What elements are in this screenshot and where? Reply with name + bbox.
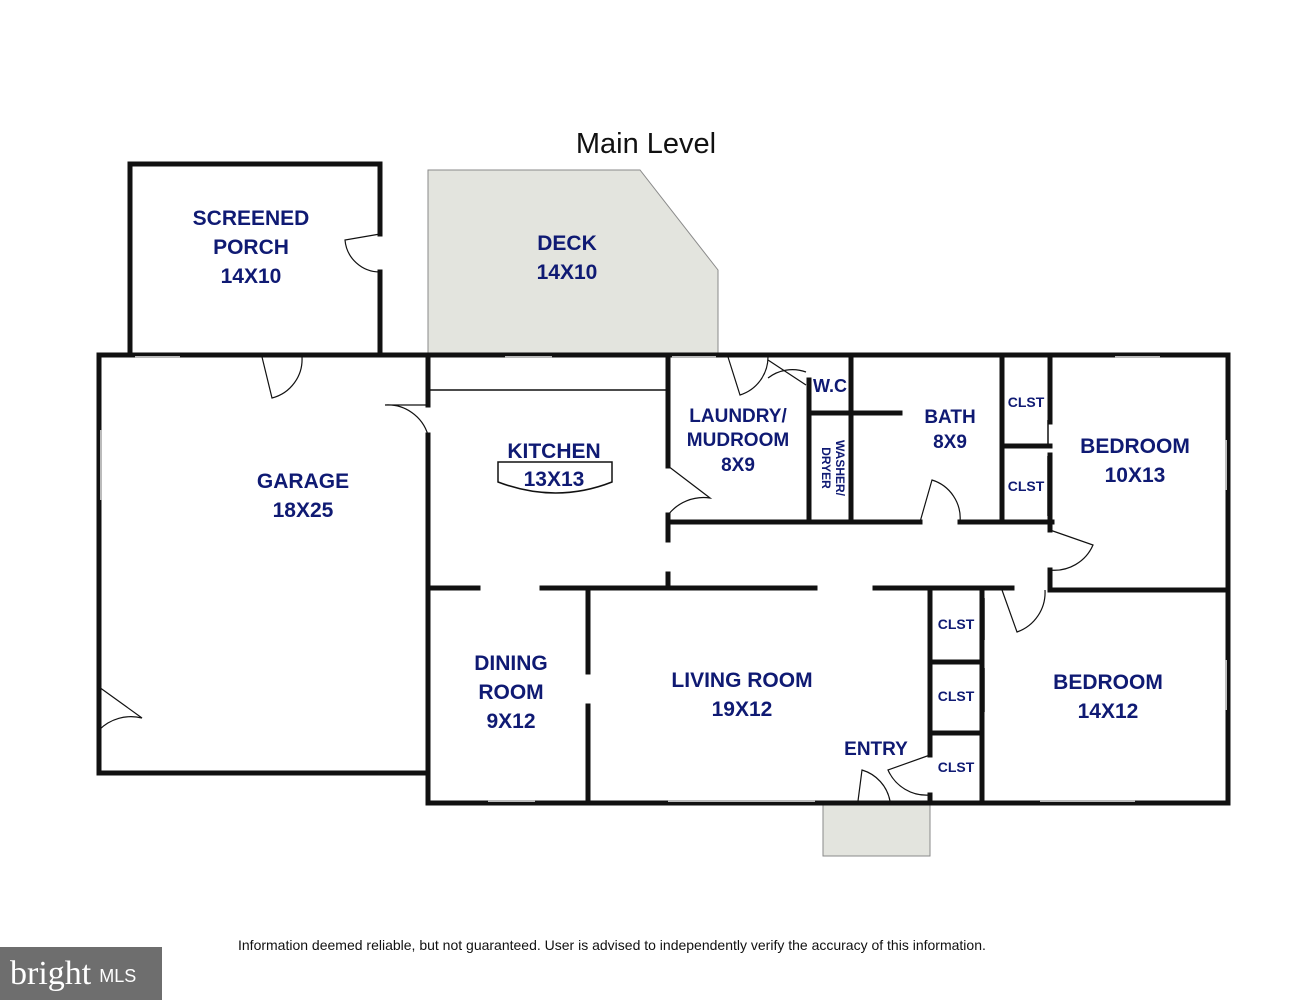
dining-label-2: ROOM <box>478 681 543 704</box>
laundry-label-1: LAUNDRY/ <box>689 406 787 427</box>
deck-size: 14X10 <box>537 261 598 284</box>
garage-label: GARAGE <box>257 470 349 493</box>
bedroom2-label: BEDROOM <box>1053 671 1163 694</box>
bedroom1-label: BEDROOM <box>1080 435 1190 458</box>
garage-size: 18X25 <box>273 499 334 522</box>
closet-label: CLST <box>938 616 975 632</box>
screened-porch-label-2: PORCH <box>213 236 289 259</box>
dining-label-1: DINING <box>474 652 548 675</box>
deck-area <box>427 169 719 356</box>
bright-mls-logo: bright MLS <box>0 947 162 1000</box>
disclaimer-text: Information deemed reliable, but not gua… <box>238 937 986 953</box>
bath-size: 8X9 <box>933 432 967 453</box>
entry-label: ENTRY <box>844 739 908 760</box>
logo-brand: bright <box>10 954 92 992</box>
detail-lines <box>148 389 1049 774</box>
kitchen-size: 13X13 <box>524 468 585 491</box>
washer-dryer-label-2: DRYER <box>819 447 833 489</box>
living-room-size: 19X12 <box>712 698 773 721</box>
porch-walls <box>127 161 383 358</box>
screened-porch-label-1: SCREENED <box>193 207 310 230</box>
interior-walls <box>425 352 1231 806</box>
closet-label: CLST <box>1008 394 1045 410</box>
entry-stoop <box>822 804 931 857</box>
deck-label: DECK <box>537 232 597 255</box>
plan-title: Main Level <box>576 128 716 160</box>
laundry-label-2: MUDROOM <box>687 430 789 451</box>
room-labels: SCREENED PORCH 14X10 DECK 14X10 GARAGE 1… <box>193 207 1190 775</box>
washer-dryer-label-1: WASHER/ <box>833 440 847 497</box>
kitchen-island <box>497 461 613 494</box>
living-room-label: LIVING ROOM <box>671 669 812 692</box>
exterior-walls <box>96 352 1231 806</box>
bedroom1-size: 10X13 <box>1105 464 1166 487</box>
doors <box>98 233 1094 802</box>
dining-size: 9X12 <box>486 710 535 733</box>
bath-label: BATH <box>924 407 975 428</box>
closet-label: CLST <box>938 688 975 704</box>
screened-porch-size: 14X10 <box>221 265 282 288</box>
windows <box>100 356 1227 802</box>
kitchen-label: KITCHEN <box>507 440 600 463</box>
closet-label: CLST <box>1008 478 1045 494</box>
bedroom2-size: 14X12 <box>1078 700 1139 723</box>
logo-suffix: MLS <box>99 966 137 986</box>
closet-label: CLST <box>938 759 975 775</box>
laundry-size: 8X9 <box>721 455 755 476</box>
wc-label: W.C <box>813 376 847 396</box>
